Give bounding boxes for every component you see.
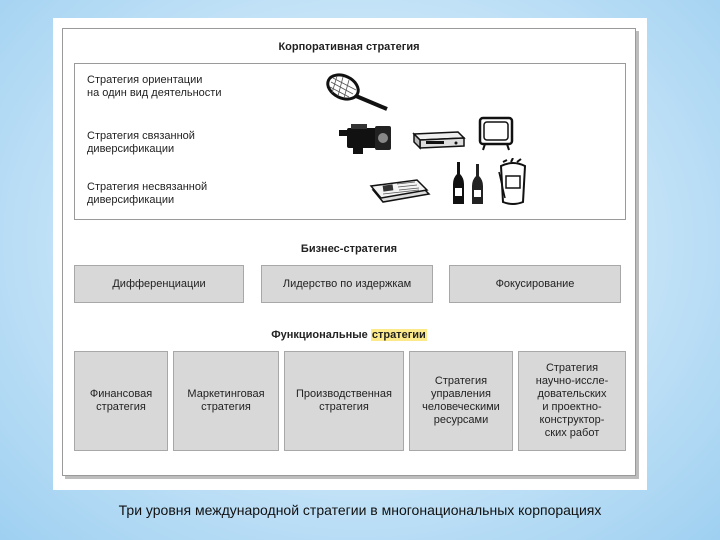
business-strategy-differentiation: Дифференциации — [74, 265, 244, 303]
corporate-item-unrelated-diversification: Стратегия несвязанной диверсификации — [87, 181, 208, 206]
tennis-racket-icon — [326, 73, 388, 111]
vcr-icon — [412, 131, 466, 150]
corporate-strategy-box: Стратегия ориентации на один вид деятель… — [74, 63, 626, 220]
golf-bag-icon — [498, 158, 527, 205]
functional-financial-strategy: Финансовая стратегия — [74, 351, 168, 451]
functional-production-strategy: Производственная стратегия — [284, 351, 404, 451]
functional-marketing-strategy: Маркетинговая стратегия — [173, 351, 279, 451]
video-camera-icon — [339, 124, 391, 154]
business-strategy-focus: Фокусирование — [449, 265, 621, 303]
functional-title-part1: Функциональные — [271, 329, 368, 341]
slide-caption: Три уровня международной стратегии в мно… — [118, 502, 602, 518]
functional-strategies-title: Функциональные стратегии — [63, 329, 635, 341]
functional-hr-strategy: Стратегия управления человеческими ресур… — [409, 351, 513, 451]
newspapers-icon — [369, 179, 431, 203]
bottles-icon — [453, 162, 483, 204]
corporate-item-related-diversification: Стратегия связанной диверсификации — [87, 130, 195, 155]
business-strategy-title: Бизнес-стратегия — [300, 243, 398, 255]
corporate-strategy-title: Корпоративная стратегия — [278, 41, 420, 53]
business-strategy-cost-leadership: Лидерство по издержкам — [261, 265, 433, 303]
tv-icon — [478, 116, 514, 151]
functional-title-highlight: стратегии — [370, 329, 427, 341]
corporate-item-single-business: Стратегия ориентации на один вид деятель… — [87, 74, 222, 99]
functional-rnd-strategy: Стратегия научно-иссле- довательских и п… — [518, 351, 626, 451]
strategy-diagram: Корпоративная стратегия Стратегия ориент… — [62, 28, 636, 476]
